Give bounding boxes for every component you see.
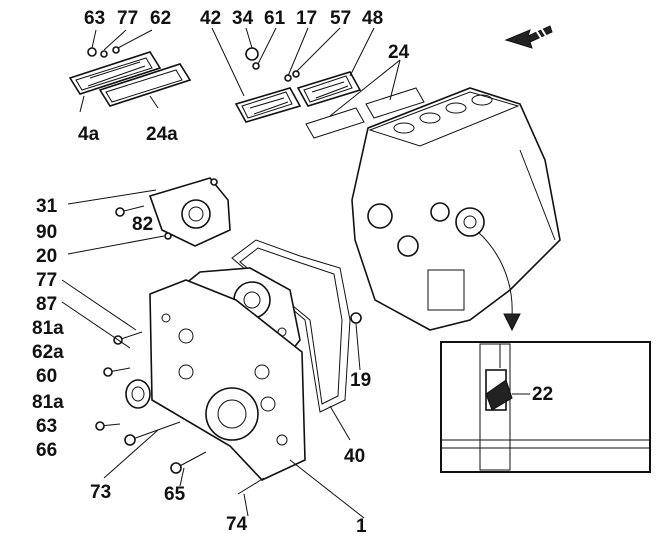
callout-62-top: 62 bbox=[150, 8, 171, 29]
callout-20: 20 bbox=[36, 246, 57, 267]
callout-34: 34 bbox=[232, 8, 254, 29]
callout-1: 1 bbox=[356, 516, 367, 537]
callout-22: 22 bbox=[532, 384, 553, 405]
callout-61: 61 bbox=[264, 8, 286, 29]
callout-31: 31 bbox=[36, 196, 58, 217]
callout-65: 65 bbox=[164, 484, 186, 505]
callout-87: 87 bbox=[36, 294, 57, 315]
callout-60: 60 bbox=[36, 366, 57, 387]
callout-81a-1: 81a bbox=[32, 318, 64, 339]
callout-4a: 4a bbox=[78, 124, 100, 145]
gasket-40 bbox=[231, 239, 351, 413]
callout-77: 77 bbox=[36, 270, 57, 291]
timing-cover-1 bbox=[149, 279, 306, 481]
callout-66: 66 bbox=[36, 440, 57, 461]
callout-24-top: 24 bbox=[388, 42, 410, 63]
callout-48: 48 bbox=[362, 8, 383, 29]
callout-82: 82 bbox=[132, 214, 153, 235]
pump-plate-82 bbox=[148, 177, 231, 247]
callout-74: 74 bbox=[226, 514, 248, 535]
callout-19: 19 bbox=[350, 370, 371, 391]
seal-60 bbox=[125, 379, 151, 409]
callout-labels: 63 77 62 42 34 61 17 57 48 24 4a 24a 31 … bbox=[32, 8, 553, 537]
callout-90: 90 bbox=[36, 222, 57, 243]
callout-24a: 24a bbox=[146, 124, 178, 145]
small-cover-4a bbox=[68, 46, 192, 107]
callout-57: 57 bbox=[330, 8, 351, 29]
callout-77-top: 77 bbox=[117, 8, 138, 29]
callout-42: 42 bbox=[200, 8, 221, 29]
gasket-24 bbox=[305, 87, 425, 139]
callout-63-top: 63 bbox=[84, 8, 105, 29]
callout-63: 63 bbox=[36, 416, 57, 437]
valve-cover-48 bbox=[296, 71, 362, 107]
detail-pointer-arrow bbox=[477, 231, 521, 332]
callout-81a-2: 81a bbox=[32, 392, 64, 413]
leader-lines bbox=[61, 27, 530, 519]
callout-40: 40 bbox=[344, 446, 365, 467]
valve-cover-42 bbox=[234, 47, 302, 123]
direction-arrow-icon bbox=[504, 25, 553, 49]
engine-block bbox=[351, 87, 561, 331]
detail-inset-22 bbox=[440, 341, 651, 473]
callout-62a: 62a bbox=[32, 342, 64, 363]
callout-17: 17 bbox=[296, 8, 317, 29]
callout-73: 73 bbox=[90, 482, 111, 503]
